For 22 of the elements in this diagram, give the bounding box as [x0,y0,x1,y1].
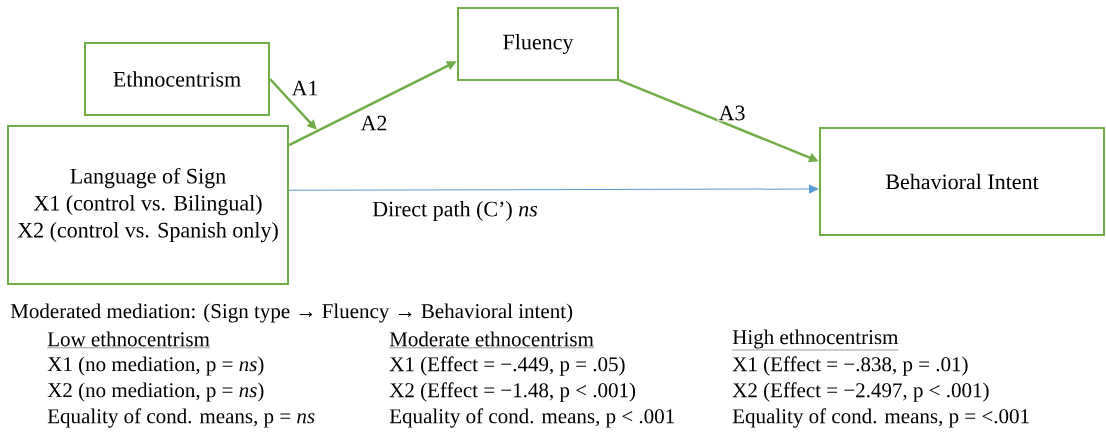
edge-label: A2 [359,114,389,132]
result-text: X2 (no mediation, p = ns) [47,382,264,402]
result-text: X1 (no mediation, p = ns) [47,356,264,376]
edge-label: A1 [290,79,320,97]
column-heading: High ethnocentrism [732,329,899,351]
variable-box: Language of Sign X1 (control vs. Bilingual) X2 (control vs. Spanish only) [7,125,289,285]
edge-label: A3 [717,104,747,122]
variable-box: Behavioral Intent [819,127,1105,236]
result-text: X1 (Effect = −.838, p = .01) [732,356,968,376]
result-text: Equality of cond. means, p = <.001 [732,408,1029,428]
result-text: Equality of cond. means, p = ns [47,408,315,428]
variable-box: Fluency [457,7,619,81]
arrow [288,184,819,194]
edge-label: Direct path (C’) ns [371,200,539,222]
column-heading: Moderate ethnocentrism [389,331,595,348]
result-text: X2 (Effect = −1.48, p < .001) [389,382,636,402]
result-text: X1 (Effect = −.449, p = .05) [389,356,625,376]
result-text: Equality of cond. means, p < .001 [389,408,674,428]
column-heading: Low ethnocentrism [47,331,211,348]
result-text: X2 (Effect = −2.497, p < .001) [732,382,989,402]
variable-box: Ethnocentrism [84,42,270,116]
caption-text: Moderated mediation: (Sign type → Fluency → Behavioral intent) [10,303,573,323]
